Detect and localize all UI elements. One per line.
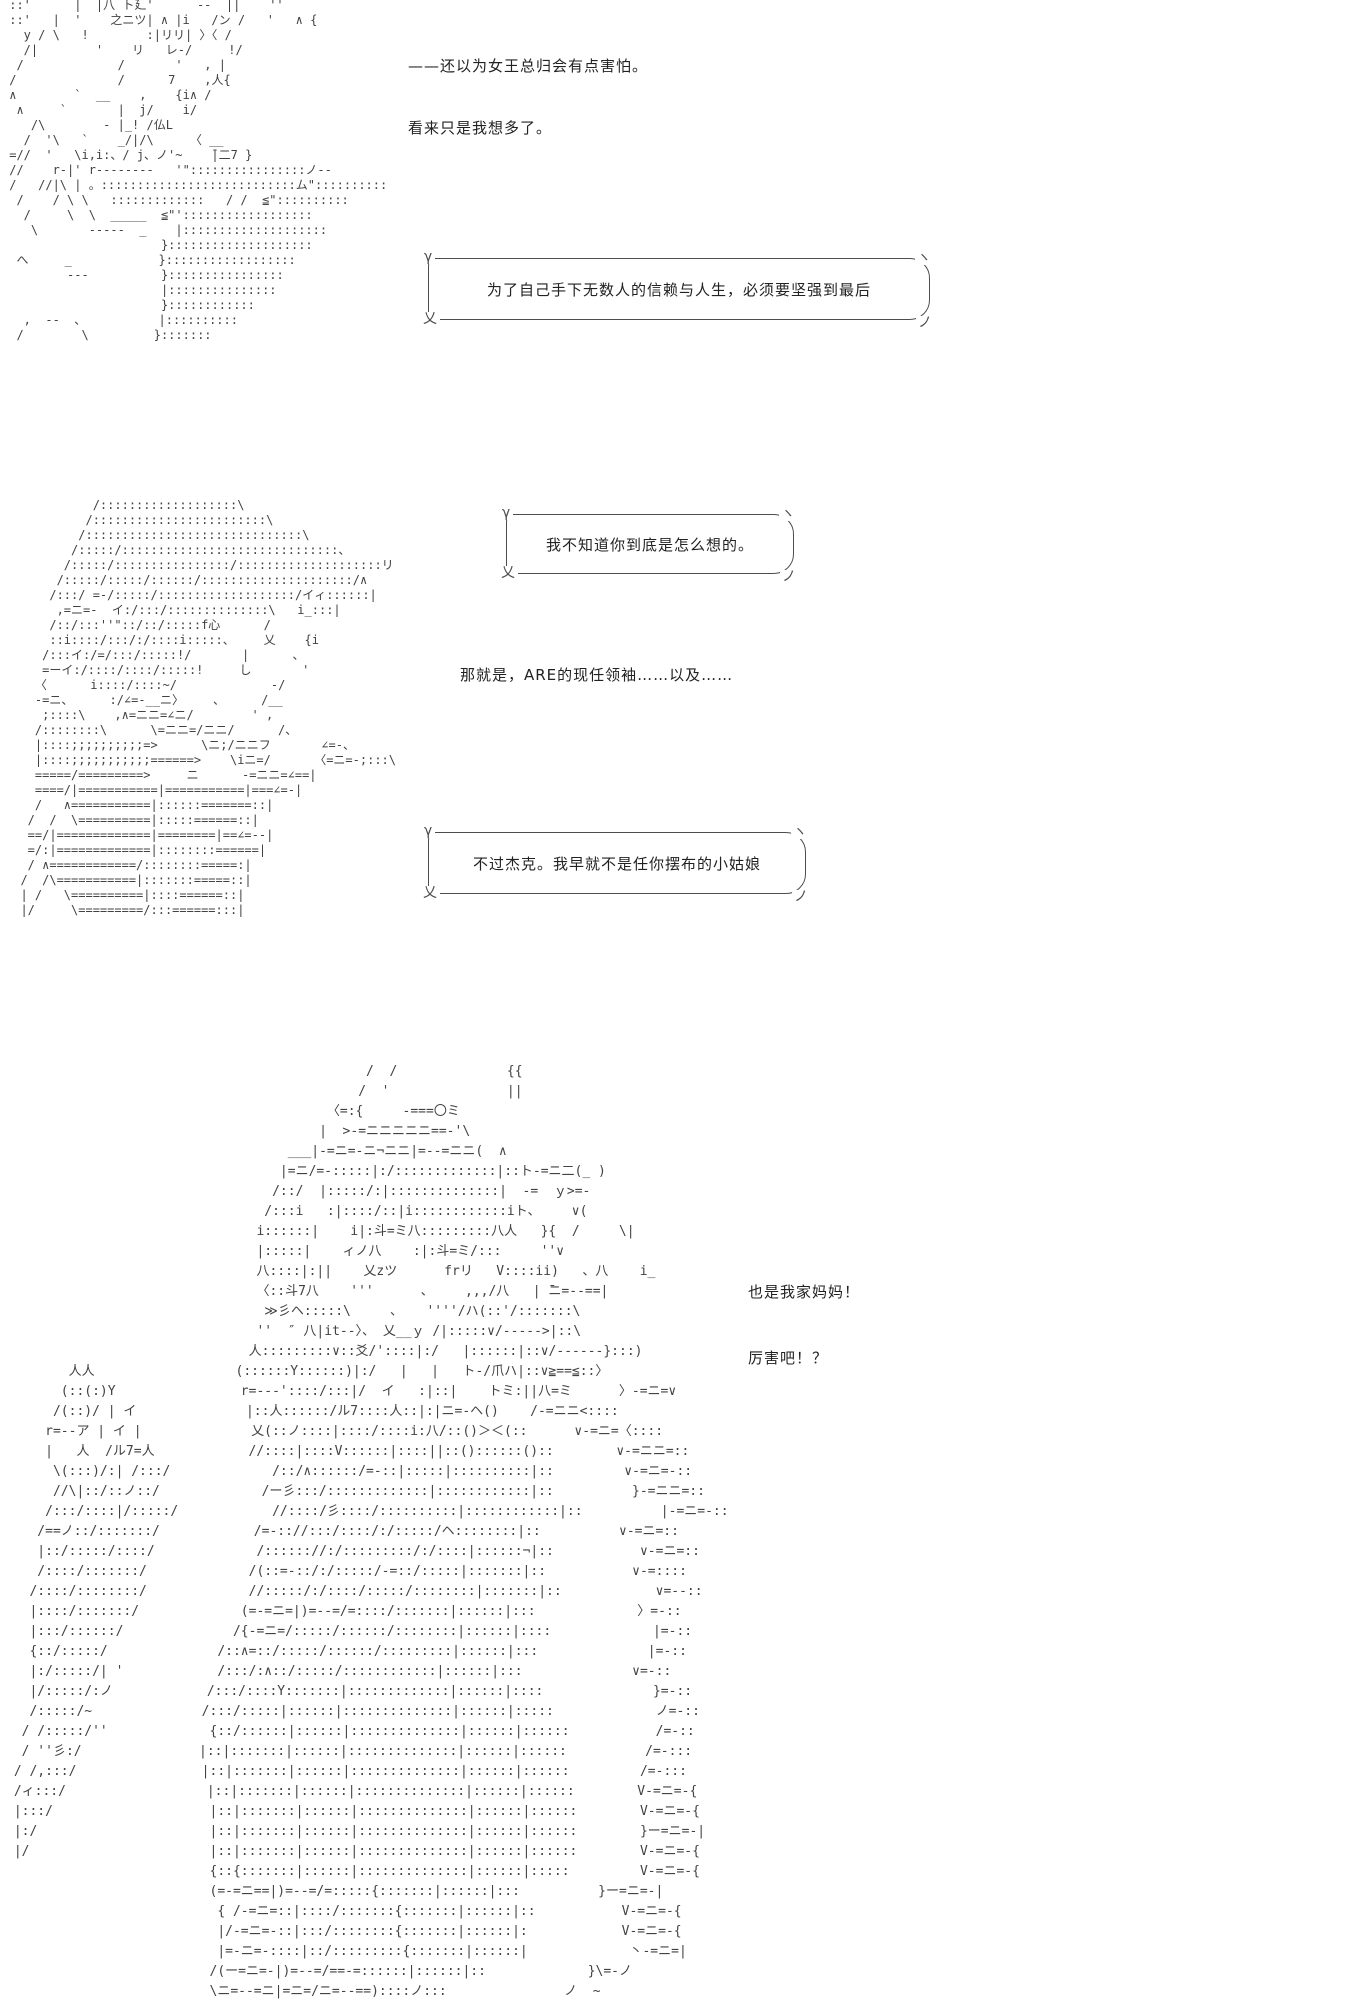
speech-bubble-1-text: 为了自己手下无数人的信赖与人生，必须要坚强到最后 (486, 280, 871, 299)
bubble-corner-bottom-left-icon: 乂 (421, 885, 440, 901)
narration-line-3: 那就是，ARE的现任领袖……以及…… (460, 666, 734, 684)
speech-bubble-3-text: 不过杰克。我早就不是任你摆布的小姑娘 (472, 854, 761, 873)
narration-line-1: ——还以为女王总归会有点害怕。 (408, 57, 649, 75)
bubble-corner-bottom-right-icon: ノ (916, 315, 935, 331)
speech-bubble-1: γ 乂 ヽ ノ 为了自己手下无数人的信赖与人生，必须要坚强到最后 (421, 250, 935, 330)
bubble-corner-bottom-left-icon: 乂 (499, 565, 518, 581)
speech-bubble-2-text: 我不知道你到底是怎么想的。 (545, 535, 754, 554)
bubble-corner-top-right-icon: ヽ (791, 824, 810, 840)
speech-bubble-3: γ 乂 ヽ ノ 不过杰克。我早就不是任你摆布的小姑娘 (421, 824, 811, 904)
ascii-art-character-middle: /:::::::::::::::::::\ /:::::::::::::::::… (20, 498, 397, 917)
narration-line-4: 也是我家妈妈！ (748, 1283, 861, 1301)
bubble-corner-top-right-icon: ヽ (779, 506, 798, 522)
bubble-corner-bottom-left-icon: 乂 (421, 311, 440, 327)
bubble-corner-top-right-icon: ヽ (915, 250, 934, 266)
bubble-corner-bottom-right-icon: ノ (792, 889, 811, 905)
speech-bubble-2: γ 乂 ヽ ノ 我不知道你到底是怎么想的。 (499, 506, 799, 584)
narration-line-2: 看来只是我想多了。 (408, 119, 553, 137)
narration-line-5: 厉害吧！？ (748, 1349, 829, 1367)
ascii-art-characters-bottom: / / {{ / ' || 〈=:{ -===〇ミ | >-=ニニニニニ==-' (13, 1064, 729, 1999)
bubble-corner-top-left-icon: γ (422, 823, 436, 839)
bubble-corner-top-left-icon: γ (422, 249, 436, 265)
bubble-corner-bottom-right-icon: ノ (780, 569, 799, 585)
ascii-art-character-top: ::' | |八 ト廴' -- || '' ::' | ' 之ニツ| ∧ |i … (9, 0, 388, 342)
bubble-corner-top-left-icon: γ (500, 505, 514, 521)
